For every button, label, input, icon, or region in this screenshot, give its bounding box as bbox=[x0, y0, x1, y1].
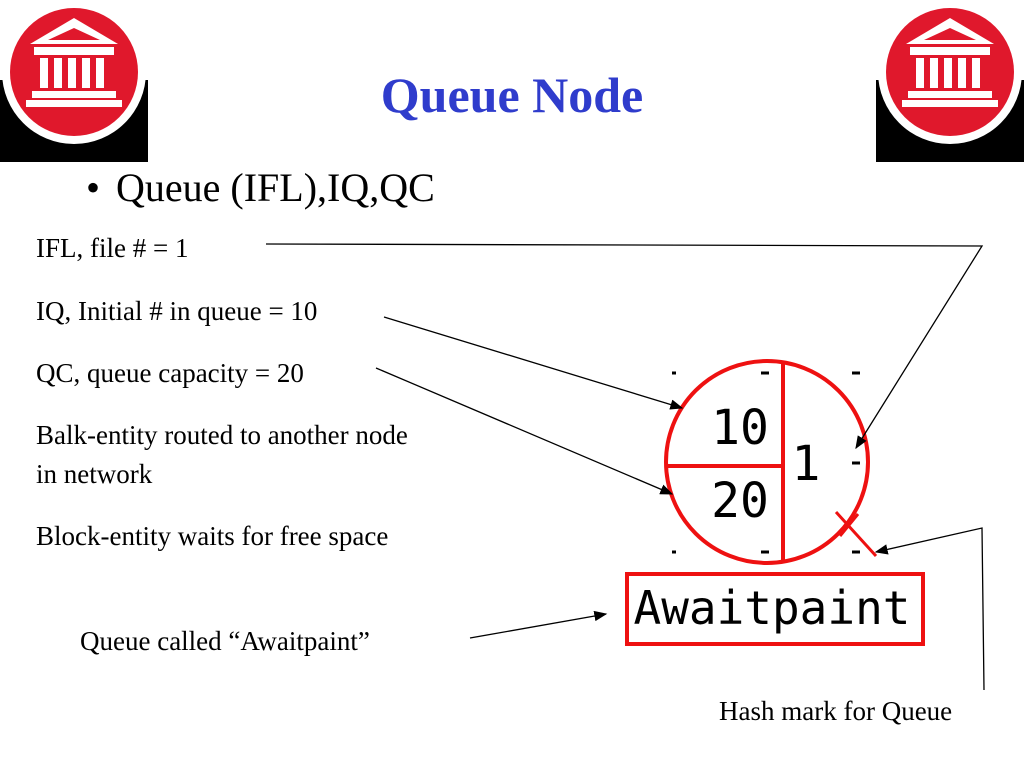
annotation-arrows bbox=[265, 243, 985, 691]
courthouse-logo-icon bbox=[0, 0, 148, 162]
queue-node-circle bbox=[664, 359, 870, 565]
hash-mark-arrow bbox=[874, 527, 985, 691]
balk-annotation-line2: in network bbox=[36, 459, 153, 489]
node-capacity-value: 20 bbox=[711, 473, 769, 529]
queue-name-annotation: Queue called “Awaitpaint” bbox=[80, 626, 370, 656]
ifl-annotation: IFL, file # = 1 bbox=[36, 233, 189, 263]
node-file-number-value: 1 bbox=[792, 436, 821, 492]
hash-mark-annotation: Hash mark for Queue bbox=[719, 696, 953, 726]
queue-name-label: Awaitpaint bbox=[634, 581, 911, 635]
block-annotation: Block-entity waits for free space bbox=[36, 521, 389, 551]
node-initial-queue-value: 10 bbox=[711, 400, 769, 456]
queue-name-box bbox=[625, 572, 925, 646]
selection-handles bbox=[672, 371, 860, 554]
slide-title: Queue Node bbox=[380, 67, 644, 123]
iq-annotation: IQ, Initial # in queue = 10 bbox=[36, 296, 318, 326]
hash-mark-icon bbox=[834, 510, 878, 558]
queue-name-arrow bbox=[469, 610, 608, 639]
iq-arrow bbox=[383, 316, 684, 410]
bullet-item: • Queue (IFL),IQ,QC bbox=[86, 168, 435, 208]
qc-annotation: QC, queue capacity = 20 bbox=[36, 358, 304, 388]
bullet-text: Queue (IFL),IQ,QC bbox=[116, 165, 435, 210]
qc-arrow bbox=[375, 367, 674, 495]
bullet-marker: • bbox=[86, 165, 101, 210]
balk-annotation-line1: Balk-entity routed to another node bbox=[36, 420, 408, 450]
courthouse-logo-icon bbox=[876, 0, 1024, 162]
